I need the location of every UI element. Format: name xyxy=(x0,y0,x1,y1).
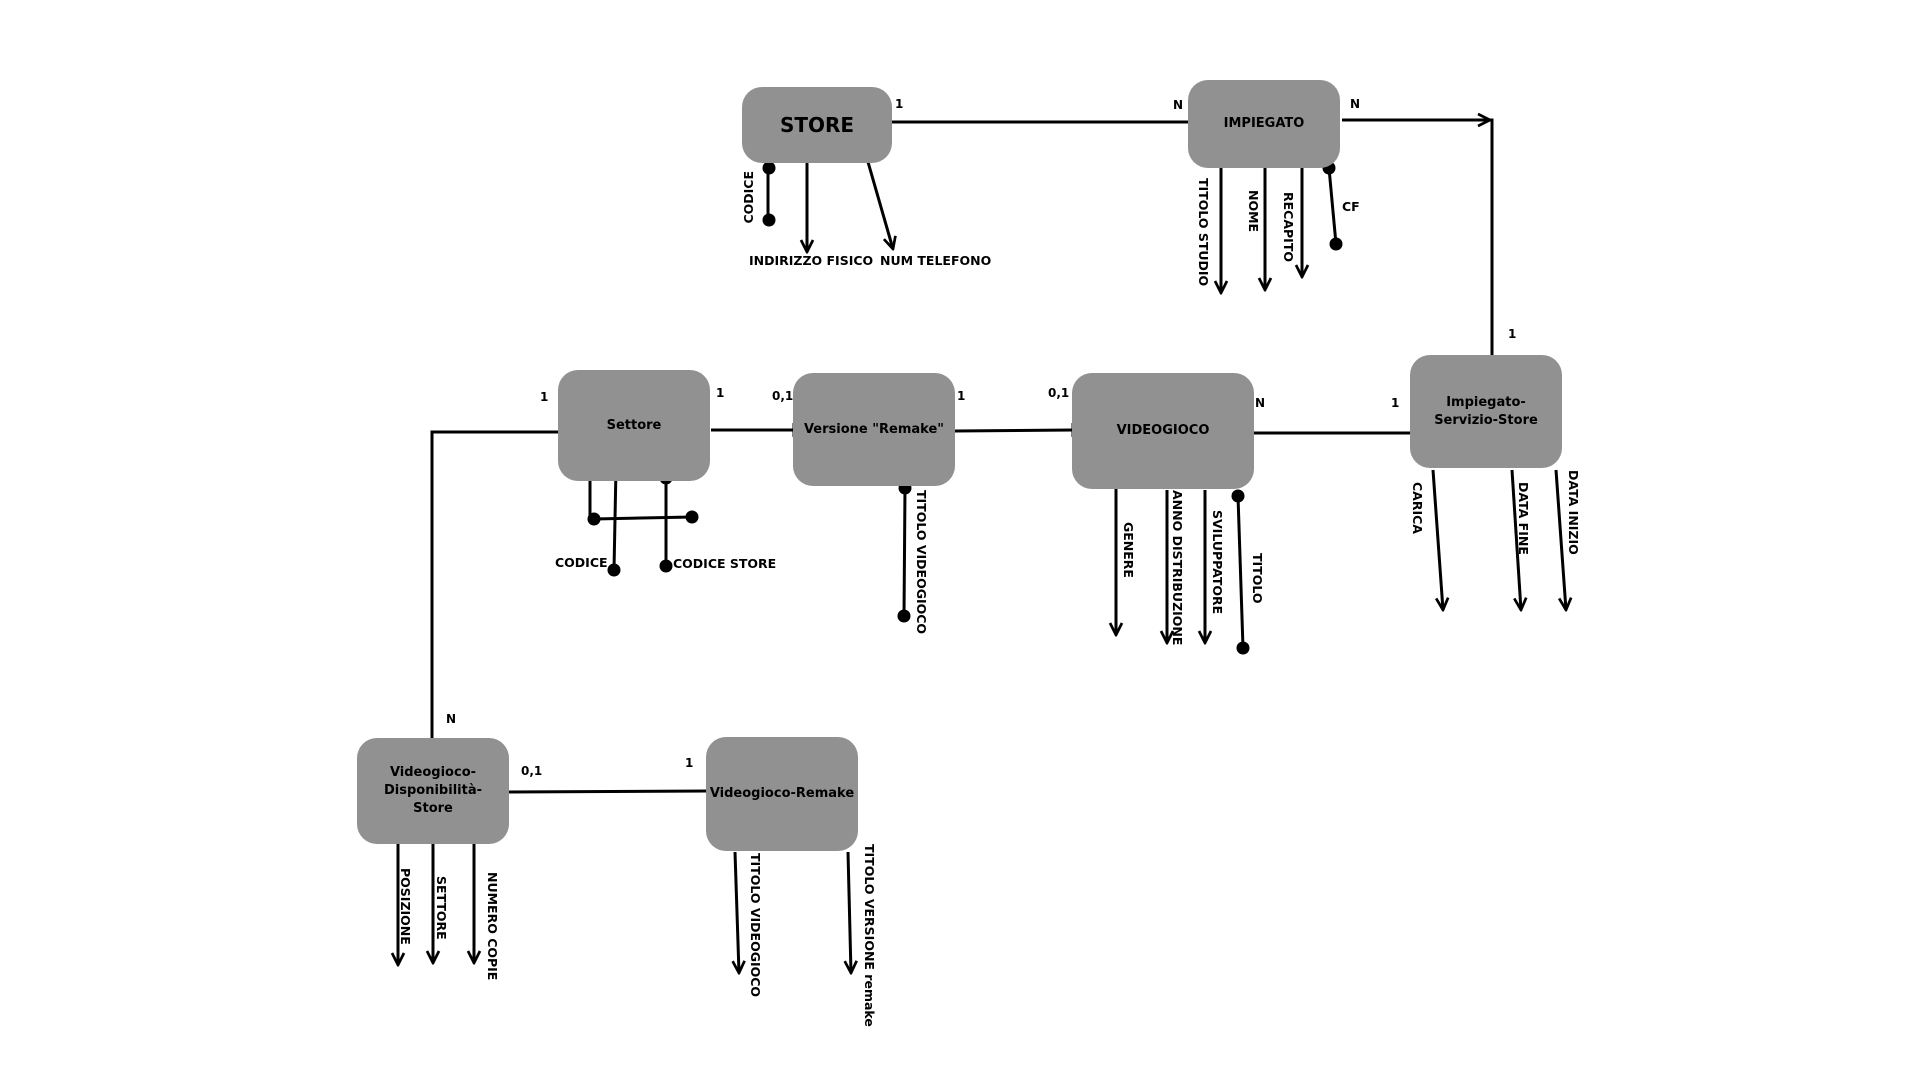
card-videogioco-versione-01: 0,1 xyxy=(1048,386,1070,400)
entity-versione-remake: Versione "Remake" xyxy=(793,373,955,486)
attr-versione-titolo-videogioco: TITOLO VIDEOGIOCO xyxy=(914,490,929,635)
attr-settore-codice: CODICE xyxy=(555,555,608,570)
card-store-impiegato-1: 1 xyxy=(895,97,904,111)
attr-impiegato-titolo-studio: TITOLO STUDIO xyxy=(1196,178,1211,287)
card-settore-versione-1: 1 xyxy=(716,386,725,400)
card-videogioco-iss-n: N xyxy=(1255,396,1266,410)
entity-videogioco-remake: Videogioco-Remake xyxy=(706,737,858,851)
card-impiegato-iss-n: N xyxy=(1350,97,1361,111)
attr-store-codice: CODICE xyxy=(741,171,756,224)
entity-settore: Settore xyxy=(558,370,710,481)
attr-vds-settore: SETTORE xyxy=(434,876,449,940)
attr-iss-carica: CARICA xyxy=(1410,482,1425,534)
rel-vds-remake xyxy=(508,789,709,794)
attr-impiegato-nome: NOME xyxy=(1246,190,1261,233)
card-vds-settore-n: N xyxy=(446,712,457,726)
attr-videogioco-genere: GENERE xyxy=(1121,522,1136,578)
entity-store: STORE xyxy=(742,87,892,163)
entity-impiegato: IMPIEGATO xyxy=(1188,80,1340,168)
rel-versione-videogioco xyxy=(954,428,1074,433)
entity-impiegato-servizio-store: Impiegato-Servizio-Store xyxy=(1410,355,1562,468)
attr-videogioco-sviluppatore: SVILUPPATORE xyxy=(1210,510,1225,615)
attr-vds-numero-copie: NUMERO COPIE xyxy=(485,872,500,981)
card-store-impiegato-n: N xyxy=(1173,98,1184,112)
card-versione-settore-01: 0,1 xyxy=(772,389,794,403)
attr-store-indirizzo: INDIRIZZO FISICO xyxy=(749,253,874,268)
card-iss-videogioco-1: 1 xyxy=(1391,396,1400,410)
attr-iss-data-inizio: DATA INIZIO xyxy=(1566,470,1581,555)
card-settore-vds-1: 1 xyxy=(540,390,549,404)
attr-impiegato-recapito: RECAPITO xyxy=(1281,192,1296,262)
attr-store-telefono: NUM TELEFONO xyxy=(880,253,992,268)
attr-vds-posizione: POSIZIONE xyxy=(398,868,413,945)
card-remake-vds-1: 1 xyxy=(685,756,694,770)
card-vds-remake-01: 0,1 xyxy=(521,764,543,778)
attr-iss-data-fine: DATA FINE xyxy=(1516,482,1531,555)
attr-impiegato-cf: CF xyxy=(1342,199,1360,214)
card-iss-impiegato-1: 1 xyxy=(1508,327,1517,341)
card-versione-videogioco-1: 1 xyxy=(957,389,966,403)
entity-videogioco: VIDEOGIOCO xyxy=(1072,373,1254,489)
attr-videogioco-titolo: TITOLO xyxy=(1250,553,1265,604)
rel-impiegato-iss xyxy=(1342,118,1494,355)
attr-settore-codice-store: CODICE STORE xyxy=(673,556,777,571)
attr-remake-titolo-versione: TITOLO VERSIONE remake xyxy=(862,844,877,1027)
attr-remake-titolo-videogioco: TITOLO VIDEOGIOCO xyxy=(748,853,763,998)
entity-videogioco-disponibilita-store: Videogioco-Disponibilità-Store xyxy=(357,738,509,844)
attr-videogioco-anno: ANNO DISTRIBUZIONE xyxy=(1170,490,1185,646)
rel-settore-vds xyxy=(430,430,560,740)
